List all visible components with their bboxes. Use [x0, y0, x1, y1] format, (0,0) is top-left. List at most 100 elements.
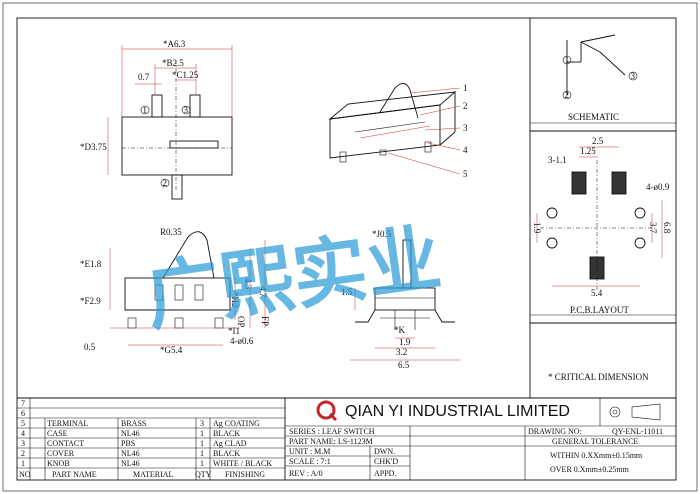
bom-row-4-part: CASE: [47, 429, 68, 438]
iso-view: 1 2 3 4 5: [328, 83, 468, 179]
bom-row-1-material: NL46: [121, 459, 140, 468]
pcb-d125: 1.25: [580, 146, 596, 156]
bom-row-3-qty: 1: [200, 439, 204, 448]
bom-row-3-material: PBS: [121, 439, 135, 448]
bom-row-5-part: TERMINAL: [47, 419, 88, 428]
bom-row-4-finish: BLACK: [213, 429, 240, 438]
dim-f: *F2.9: [80, 296, 101, 306]
pcb-d37: 3.7: [648, 222, 658, 234]
pcb-hole: 4-ø0.9: [646, 182, 670, 192]
front-pin-3: 3: [184, 105, 189, 115]
dim-fp: FP: [260, 316, 270, 326]
projection-symbol-icon: [609, 406, 621, 418]
inner-frame: [16, 17, 677, 481]
dim-pin-pitch: 0.7: [138, 72, 150, 82]
dim-h: *H2: [230, 292, 240, 308]
pcb-d25: 2.5: [592, 136, 604, 146]
watermark: 广熙实业: [141, 216, 446, 339]
pcb-d54: 5.4: [591, 288, 603, 298]
bom-row-5-material: BRASS: [121, 419, 146, 428]
bom-row-4-qty: 1: [200, 429, 204, 438]
bom-header-no: NO: [19, 470, 31, 479]
company-name: QIAN YI INDUSTRIAL LIMITED: [345, 403, 570, 420]
front-view: 1 3 2 *A6.3 *B2.5 *C1.25 0.7 *D3.75: [80, 39, 233, 200]
schematic-title: SCHEMATIC: [568, 112, 619, 122]
bom-row-1-part: KNOB: [47, 459, 70, 468]
dim-g: *G5.4: [160, 345, 183, 355]
callout-4: 4: [463, 145, 468, 155]
dim-i: *I1: [228, 326, 240, 336]
section-view: *J0.5 1.5 *K 1.9 3.2 6.5: [341, 229, 460, 370]
pcb-d19: 1.9: [532, 222, 542, 234]
bom-row-4-no: 4: [21, 429, 25, 438]
bom-row-2-no: 2: [21, 449, 25, 458]
unit-label: UNIT : M.M: [289, 447, 330, 456]
dim-b: *B2.5: [162, 58, 184, 68]
bom-row-3-finish: Ag CLAD: [213, 439, 247, 448]
bom-row-2-material: NL46: [121, 449, 140, 458]
bom-row-2-qty: 1: [200, 449, 204, 458]
dim-k: *K: [394, 325, 406, 335]
chkd-label: CHK'D: [374, 457, 398, 466]
tolerance-over: OVER 0.Xmm±0.25mm: [550, 465, 630, 474]
dim-w1: 1.9: [399, 337, 411, 347]
title-block: 7 6 5 TERMINAL BRASS 3 Ag COATING 4 CASE…: [17, 397, 676, 480]
part-name-label: PART NAME: LS-1123M: [289, 437, 373, 446]
schematic-pin-1: 1: [565, 55, 570, 65]
front-pin-1: 1: [143, 105, 148, 115]
bom-row-2-finish: BLACK: [213, 449, 240, 458]
bom-row-4-material: NL46: [121, 429, 140, 438]
bom-header-material: MATERIAL: [133, 470, 174, 479]
dim-op: OP: [236, 316, 246, 328]
dim-a: *A6.3: [163, 39, 186, 49]
dim-hole: 4-ø0.6: [230, 336, 254, 346]
schematic-pin-3: 3: [631, 71, 636, 81]
bom-row-2-part: COVER: [47, 449, 75, 458]
dim-r: R0.35: [160, 227, 182, 237]
schematic: 1 2 3 SCHEMATIC: [562, 34, 638, 122]
company-logo: [316, 400, 336, 420]
tolerance-title: GENERAL TOLERANCE: [552, 437, 638, 446]
pcb-layout: 2.5 1.25 3-1.1 4-ø0.9 1.9 3.7 6.8 5.4 P.…: [532, 136, 672, 315]
dim-h2: 4.3: [243, 278, 253, 290]
row-num-6: 6: [21, 409, 25, 418]
critical-note: * CRITICAL DIMENSION: [548, 372, 649, 382]
bom-row-1-finish: WHITE / BLACK: [213, 459, 272, 468]
dim-c: *C1.25: [172, 70, 199, 80]
callout-5: 5: [463, 169, 468, 179]
rev-label: REV : A/0: [289, 469, 323, 478]
pcb-d311: 3-1.1: [548, 155, 567, 165]
bom-row-3-part: CONTACT: [47, 439, 84, 448]
appd-label: APPD.: [374, 469, 396, 478]
drawing-no-label: DRAWING NO:: [528, 427, 582, 436]
dim-w3: 6.5: [398, 360, 410, 370]
schematic-pin-2: 2: [565, 90, 570, 100]
bom-row-1-no: 1: [21, 459, 25, 468]
dim-d: *D3.75: [80, 142, 107, 152]
callout-1: 1: [463, 83, 468, 93]
bom-row-5-no: 5: [21, 419, 25, 428]
dim-base: 0.5: [84, 342, 96, 352]
bom-header-qty: QTY: [195, 470, 212, 479]
pcb-d68: 6.8: [662, 222, 672, 234]
tolerance-within: WITHIN 0.XXmm±0.15mm: [550, 451, 643, 460]
callout-2: 2: [463, 101, 468, 111]
bom-row-5-qty: 3: [200, 419, 204, 428]
dim-j: *J0.5: [372, 229, 392, 239]
drawing-no-value: QY-ENL-11011: [612, 427, 663, 436]
dwn-label: DWN.: [374, 447, 395, 456]
bom-row-1-qty: 1: [200, 459, 204, 468]
dim-h3: 4.7: [258, 286, 268, 298]
dim-w2: 3.2: [396, 347, 407, 357]
bom-header-part: PART NAME: [52, 470, 97, 479]
scale-label: SCALE : 7:1: [289, 457, 331, 466]
series-label: SERIES : LEAF SWITCH: [289, 427, 375, 436]
dim-e: *E1.8: [80, 259, 102, 269]
pcb-title: P.C.B.LAYOUT: [570, 305, 629, 315]
side-view: R0.35 *E1.8 *F2.9 *G5.4 *H2 4.3 4.7 OP F…: [80, 227, 270, 355]
callout-3: 3: [463, 123, 468, 133]
front-pin-2: 2: [163, 178, 168, 188]
bom-header-finish: FINISHING: [225, 470, 265, 479]
